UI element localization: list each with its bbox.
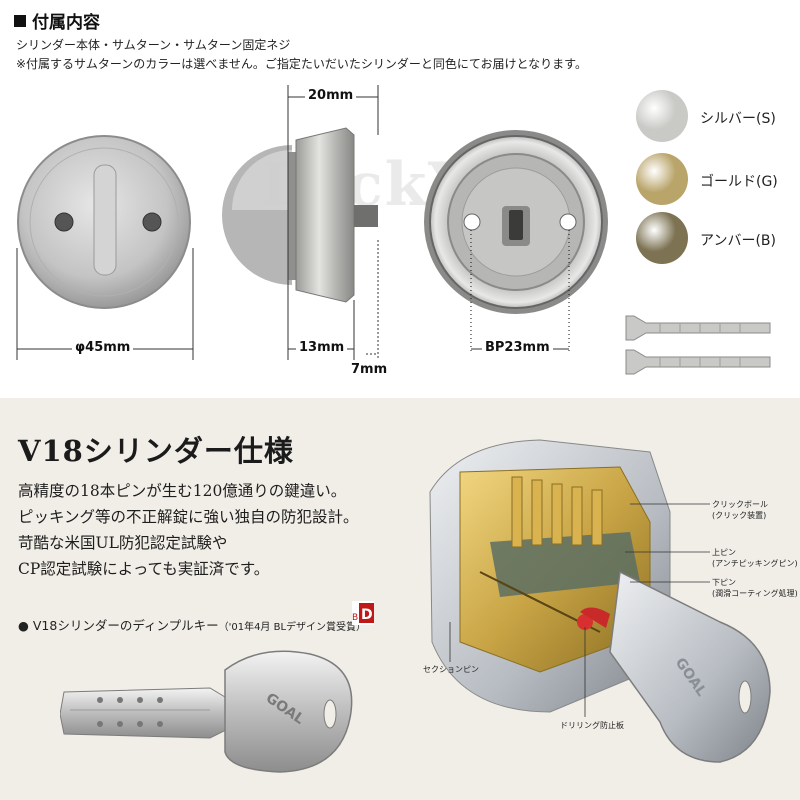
dimple-key-image: GOAL: [60, 650, 353, 773]
swatch-silver: [636, 90, 688, 142]
cylinder-cutaway-image: GOAL: [429, 439, 771, 763]
spec-title: V18シリンダー仕様: [18, 434, 294, 468]
callout-upper-pin-title: 上ピン: [712, 548, 736, 557]
callout-upper-pin-note: (アンチピッキングピン): [712, 559, 798, 568]
key-caption-note: （'01年4月 BLデザイン賞受賞）: [218, 622, 367, 633]
spec-line-2: ピッキング等の不正解錠に強い独自の防犯設計。: [18, 508, 359, 526]
spec-line-4: CP認定試験によっても実証済です。: [18, 560, 270, 578]
backset-label: BP23mm: [482, 340, 553, 355]
thumb-turn-image: [16, 85, 771, 375]
callout-lower-pin-title: 下ピン: [712, 578, 736, 587]
swatch-gold: [636, 153, 688, 205]
key-caption: ● V18シリンダーのディンプルキー（'01年4月 BLデザイン賞受賞）: [18, 615, 366, 634]
bd-award-logo: B D: [352, 601, 374, 625]
swatch-silver-label: シルバー(S): [700, 111, 776, 127]
callout-upper-pin: 上ピン (アンチピッキングピン): [712, 547, 798, 569]
svg-text:B: B: [352, 613, 358, 623]
svg-text:D: D: [361, 607, 373, 623]
callout-section-pin: セクションピン: [423, 664, 479, 675]
callout-click-ball: クリックボール (クリック装置): [712, 499, 768, 521]
section-title: 付属内容: [32, 13, 100, 33]
callout-lower-pin-note: (潤滑コーティング処理): [712, 589, 798, 598]
callout-drill-plate: ドリリング防止板: [560, 720, 624, 731]
swatch-amber: [636, 212, 688, 264]
spec-line-3: 苛酷な米国UL防犯認定試験や: [18, 534, 228, 552]
callout-drill-plate-title: ドリリング防止板: [560, 721, 624, 730]
screw-image: [625, 315, 771, 375]
depth-top-label: 20mm: [305, 88, 357, 103]
callout-click-ball-title: クリックボール: [712, 500, 768, 509]
square-bullet-icon: [14, 15, 26, 27]
key-caption-text: ● V18シリンダーのディンプルキー: [18, 618, 219, 633]
section-header: 付属内容: [14, 8, 100, 33]
shaft-label: 7mm: [348, 362, 391, 377]
depth-bottom-label: 13mm: [296, 340, 348, 355]
callout-lower-pin: 下ピン (潤滑コーティング処理): [712, 577, 798, 599]
callout-click-ball-note: (クリック装置): [712, 511, 767, 520]
contents-list: シリンダー本体・サムターン・サムターン固定ネジ: [16, 38, 291, 52]
color-note: ※付属するサムターンのカラーは選べません。ご指定たいだいたシリンダーと同色にてお…: [16, 57, 587, 71]
spec-line-1: 高精度の18本ピンが生む120億通りの鍵違い。: [18, 482, 347, 500]
swatch-gold-label: ゴールド(G): [700, 174, 778, 190]
diameter-label: φ45mm: [72, 340, 134, 355]
callout-section-pin-title: セクションピン: [423, 665, 479, 674]
swatch-amber-label: アンバー(B): [700, 233, 776, 249]
